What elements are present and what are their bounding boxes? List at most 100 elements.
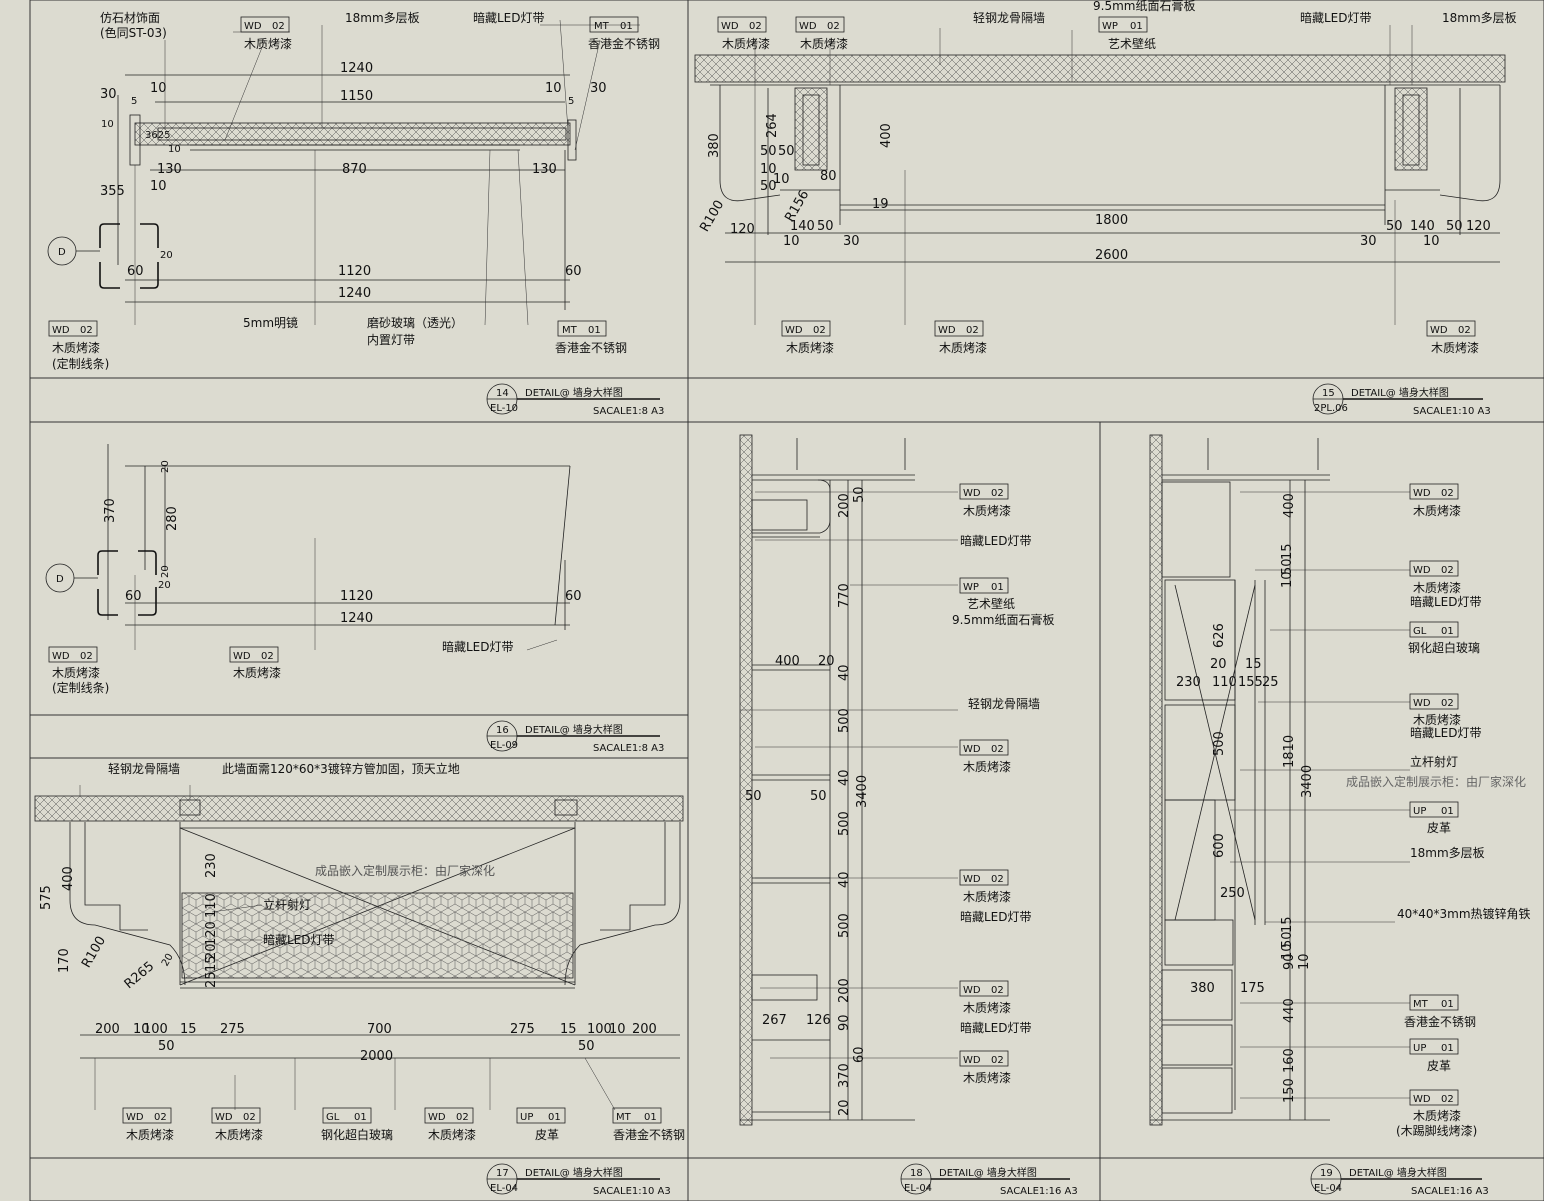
svg-text:02: 02 bbox=[243, 1112, 256, 1123]
material-tag-wp: WP 01 艺术壁纸 bbox=[959, 577, 1015, 611]
dim-label: 50 bbox=[760, 179, 777, 194]
svg-text:01: 01 bbox=[1441, 999, 1454, 1010]
note-led-hidden: 暗藏LED灯带 bbox=[442, 639, 514, 654]
note-led-hidden: 暗藏LED灯带 bbox=[960, 909, 1032, 924]
svg-text:DETAIL@ 墙身大样图: DETAIL@ 墙身大样图 bbox=[1349, 1166, 1447, 1179]
svg-text:SACALE1:8 A3: SACALE1:8 A3 bbox=[593, 743, 664, 754]
dim-label: 230 bbox=[204, 853, 219, 878]
dim-label: 10 bbox=[1297, 953, 1312, 970]
dim-label: 3400 bbox=[1300, 765, 1315, 798]
title-block-14: 14 EL-10 DETAIL@ 墙身大样图 SACALE1:8 A3 bbox=[486, 383, 664, 417]
svg-text:SACALE1:10 A3: SACALE1:10 A3 bbox=[1413, 406, 1491, 417]
material-tag-mt: MT 01 香港金不锈钢 bbox=[1404, 994, 1476, 1029]
dim-label: 1800 bbox=[1095, 213, 1128, 228]
svg-text:WD: WD bbox=[799, 21, 817, 32]
dim-label: R100 bbox=[79, 934, 109, 971]
svg-text:02: 02 bbox=[456, 1112, 469, 1123]
note-spot: 立杆射灯 bbox=[263, 897, 311, 912]
dim-label: 50 bbox=[760, 144, 777, 159]
material-tag-wd: WD 02 木质烤漆 bbox=[1409, 693, 1461, 727]
dim-label: 370 bbox=[837, 1063, 852, 1088]
dim-label: 19 bbox=[872, 197, 889, 212]
dim-label: 50 bbox=[1386, 219, 1403, 234]
panel-16: D 20 370 280 20 20 60 1120 1240 60 WD 02… bbox=[45, 444, 582, 695]
svg-text:02: 02 bbox=[1458, 325, 1471, 336]
panel-19: 400 15 50 10 626 20 15 230 110 155 25 50… bbox=[1149, 434, 1531, 1138]
svg-text:MT: MT bbox=[562, 325, 578, 336]
dim-label: 1150 bbox=[340, 89, 373, 104]
svg-text:木质烤漆: 木质烤漆 bbox=[215, 1127, 263, 1142]
dim-label: 40 bbox=[837, 769, 852, 786]
dim-label: 3625 bbox=[145, 130, 170, 141]
note-spot: 立杆射灯 bbox=[1410, 754, 1458, 769]
svg-text:02: 02 bbox=[1441, 698, 1454, 709]
svg-text:02: 02 bbox=[272, 21, 285, 32]
dim-label: 1120 bbox=[338, 264, 371, 279]
panel-17: 575 400 170 R100 R265 20 230 110 120 20 … bbox=[34, 761, 685, 1142]
dim-label: 626 bbox=[1212, 623, 1227, 648]
svg-text:木质烤漆: 木质烤漆 bbox=[1413, 1108, 1461, 1123]
svg-text:DETAIL@ 墙身大样图: DETAIL@ 墙身大样图 bbox=[1351, 386, 1449, 399]
dim-label: 120 bbox=[1466, 219, 1491, 234]
dim-label: 700 bbox=[367, 1022, 392, 1037]
svg-text:UP: UP bbox=[1413, 1043, 1426, 1054]
note-led-hidden: 暗藏LED灯带 bbox=[263, 932, 335, 947]
panel-15: 380 264 50 50 10 50 10 400 80 R156 R100 … bbox=[694, 0, 1517, 355]
dim-label: 60 bbox=[565, 589, 582, 604]
svg-text:EL-04: EL-04 bbox=[904, 1183, 932, 1194]
svg-text:01: 01 bbox=[1441, 806, 1454, 817]
note-gypsum: 9.5mm纸面石膏板 bbox=[952, 612, 1054, 627]
svg-text:01: 01 bbox=[1130, 21, 1143, 32]
note-board18: 18mm多层板 bbox=[345, 11, 420, 25]
svg-text:WD: WD bbox=[721, 21, 739, 32]
svg-text:EL-10: EL-10 bbox=[490, 403, 518, 414]
dim-label: 155 bbox=[1238, 675, 1263, 690]
dim-label: 280 bbox=[165, 506, 180, 531]
material-tag-wd: WD 02 木质烤漆 bbox=[122, 1107, 174, 1142]
dim-label: 200 bbox=[95, 1022, 120, 1037]
svg-text:WP: WP bbox=[1102, 21, 1118, 32]
title-block-15: 15 2PL.06 DETAIL@ 墙身大样图 SACALE1:10 A3 bbox=[1312, 383, 1491, 417]
dim-label: 50 bbox=[817, 219, 834, 234]
dim-label: 400 bbox=[61, 866, 76, 891]
dim-label: 100 bbox=[143, 1022, 168, 1037]
material-tag-wd: WD 02 木质烤漆 bbox=[211, 1107, 263, 1142]
dim-label: 50 bbox=[578, 1039, 595, 1054]
svg-text:17: 17 bbox=[496, 1168, 509, 1179]
svg-text:MT: MT bbox=[1413, 999, 1429, 1010]
dim-label: 10 bbox=[150, 179, 167, 194]
material-tag-wd: WD 02 木质烤漆 bbox=[959, 980, 1011, 1015]
dim-label: 130 bbox=[532, 162, 557, 177]
title-block-16: 16 EL-09 DETAIL@ 墙身大样图 SACALE1:8 A3 bbox=[486, 720, 664, 754]
svg-text:SACALE1:8 A3: SACALE1:8 A3 bbox=[593, 406, 664, 417]
dim-label: 60 bbox=[852, 1046, 867, 1063]
dim-label: 10 bbox=[101, 119, 114, 130]
svg-text:皮革: 皮革 bbox=[535, 1128, 559, 1142]
svg-text:GL: GL bbox=[1413, 626, 1427, 637]
dim-label: R100 bbox=[697, 198, 727, 235]
svg-text:艺术壁纸: 艺术壁纸 bbox=[967, 596, 1015, 611]
dim-label: 10 bbox=[133, 1022, 150, 1037]
svg-text:02: 02 bbox=[749, 21, 762, 32]
material-tag-wd: WD 02 木质烤漆 bbox=[229, 646, 281, 680]
svg-text:艺术壁纸: 艺术壁纸 bbox=[1108, 36, 1156, 51]
dim-label: 20 bbox=[160, 250, 173, 261]
svg-text:SACALE1:16 A3: SACALE1:16 A3 bbox=[1000, 1186, 1078, 1197]
dim-label: 500 bbox=[837, 811, 852, 836]
dim-label: 15 bbox=[204, 955, 219, 972]
svg-text:02: 02 bbox=[991, 1055, 1004, 1066]
title-block-18: 18 EL-04 DETAIL@ 墙身大样图 SACALE1:16 A3 bbox=[900, 1163, 1078, 1197]
dim-label: 500 bbox=[837, 913, 852, 938]
note-led-hidden: 暗藏LED灯带 bbox=[473, 10, 545, 25]
svg-text:WD: WD bbox=[963, 488, 981, 499]
material-tag-wd: WD 02 木质烤漆 bbox=[1409, 1089, 1461, 1123]
dim-label: 40 bbox=[837, 664, 852, 681]
dim-label: 50 bbox=[1280, 558, 1295, 575]
dim-label: 1240 bbox=[338, 286, 371, 301]
svg-text:木质烤漆: 木质烤漆 bbox=[963, 1000, 1011, 1015]
note-gypsum: 9.5mm纸面石膏板 bbox=[1093, 0, 1195, 13]
dim-label: 370 bbox=[103, 498, 118, 523]
dim-label: 90 bbox=[1282, 953, 1297, 970]
dim-label: 200 bbox=[837, 493, 852, 518]
note-reinforce: 此墙面需120*60*3镀锌方管加固，顶天立地 bbox=[222, 761, 460, 776]
